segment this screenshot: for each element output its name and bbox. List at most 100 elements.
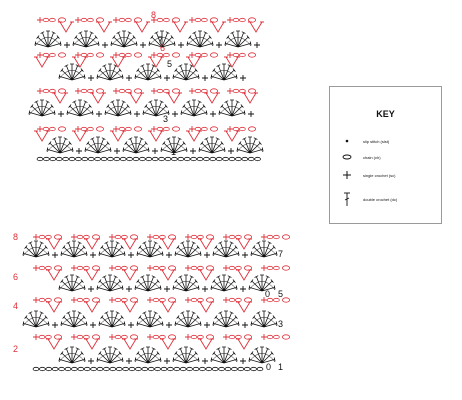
red-single-crochet — [223, 265, 229, 271]
red-v-stitch — [237, 301, 251, 313]
red-chain-loop — [205, 265, 214, 271]
red-chain-loop — [243, 234, 252, 240]
fan-shell — [104, 99, 132, 117]
fan-shell — [250, 240, 278, 258]
red-chain — [163, 88, 170, 94]
black-single-crochet — [202, 358, 208, 364]
red-single-crochet — [37, 126, 43, 132]
red-chain — [118, 126, 126, 132]
red-chain — [194, 88, 202, 94]
fan-outline — [212, 317, 240, 327]
red-v-stitch — [47, 301, 61, 313]
red-v-stitch — [161, 301, 175, 313]
fan-outline — [104, 106, 132, 116]
red-chain — [228, 297, 236, 303]
fan-outline — [142, 106, 170, 116]
fan-shell — [250, 310, 278, 328]
fan-outline — [250, 317, 278, 327]
red-chain — [235, 297, 242, 303]
foundation-chain — [222, 156, 229, 162]
black-single-crochet — [126, 75, 132, 81]
red-chain — [125, 17, 132, 23]
red-chain-loop — [92, 334, 101, 340]
fan-stitch-lines — [34, 30, 62, 48]
foundation-chain — [203, 156, 210, 162]
red-single-crochet — [71, 234, 77, 240]
top-row-label-1: 1 — [171, 147, 176, 157]
foundation-chain — [183, 156, 191, 162]
red-chain — [49, 52, 56, 58]
red-chain-loop — [281, 265, 290, 271]
fan-stitch-lines — [110, 30, 138, 48]
red-chain-loop — [171, 126, 180, 132]
black-single-crochet — [190, 148, 196, 154]
top-row-label-7: 7 — [158, 35, 163, 45]
red-chain-loop — [171, 52, 180, 58]
red-chain-loop — [133, 88, 142, 94]
fan-outline — [198, 143, 226, 153]
key-label-slip-stitch: slip stitch (slst) — [363, 138, 390, 144]
red-chain — [266, 334, 274, 340]
black-single-crochet — [164, 75, 170, 81]
key-label-chain: chain (ch) — [363, 154, 381, 160]
fan-shell — [248, 346, 276, 364]
red-chain — [201, 88, 208, 94]
red-single-crochet — [189, 126, 195, 132]
black-single-crochet — [64, 42, 70, 48]
red-chain-loop — [243, 265, 252, 271]
red-v-stitch — [35, 130, 49, 142]
fan-stitch-lines — [122, 136, 150, 154]
red-v-stitch — [237, 269, 251, 281]
red-v-stitch — [123, 301, 137, 313]
fan-outline — [134, 353, 162, 363]
red-chain — [228, 265, 236, 271]
red-v-stitch — [173, 21, 187, 33]
red-chain — [83, 297, 90, 303]
red-v-stitch — [161, 338, 175, 350]
fan-outline — [212, 247, 240, 257]
fan-stitch-lines — [58, 346, 86, 364]
red-single-crochet — [185, 265, 191, 271]
fan-outline — [28, 106, 56, 116]
fan-stitch-lines — [58, 274, 86, 292]
black-single-crochet — [210, 111, 216, 117]
red-chain — [42, 17, 50, 23]
fan-stitch-lines — [248, 346, 276, 364]
red-v-stitch — [53, 92, 67, 104]
red-chain-loop — [92, 297, 101, 303]
fan-stitch-lines — [136, 310, 164, 328]
black-single-crochet — [88, 286, 94, 292]
red-chain — [273, 265, 280, 271]
red-chain — [197, 265, 204, 271]
bottom-row-label-3: 3 — [278, 319, 283, 329]
fan-stitch-lines — [96, 274, 124, 292]
red-v-stitch — [111, 130, 125, 142]
red-chain — [42, 88, 50, 94]
red-single-crochet — [113, 17, 119, 23]
red-single-crochet — [151, 88, 157, 94]
red-single-crochet — [37, 17, 43, 23]
foundation-chain — [75, 156, 82, 162]
red-chain — [125, 126, 132, 132]
red-chain — [232, 52, 240, 58]
fan-outline — [134, 70, 162, 80]
red-chain-loop — [54, 265, 63, 271]
fan-stitch-lines — [172, 274, 200, 292]
red-chain — [239, 52, 246, 58]
red-chain — [38, 265, 46, 271]
red-chain-loop — [209, 52, 218, 58]
foundation-chain — [231, 366, 238, 372]
fan-shell — [58, 274, 86, 292]
red-chain — [159, 334, 166, 340]
fan-shell — [98, 310, 126, 328]
fan-stitch-lines — [250, 240, 278, 258]
red-v-stitch — [161, 238, 175, 250]
red-chain — [76, 334, 84, 340]
fan-outline — [58, 281, 86, 291]
black-single-crochet — [240, 358, 246, 364]
fan-stitch-lines — [250, 310, 278, 328]
red-single-crochet — [33, 297, 39, 303]
red-chain — [197, 297, 204, 303]
red-chain — [76, 297, 84, 303]
fan-outline — [22, 247, 50, 257]
